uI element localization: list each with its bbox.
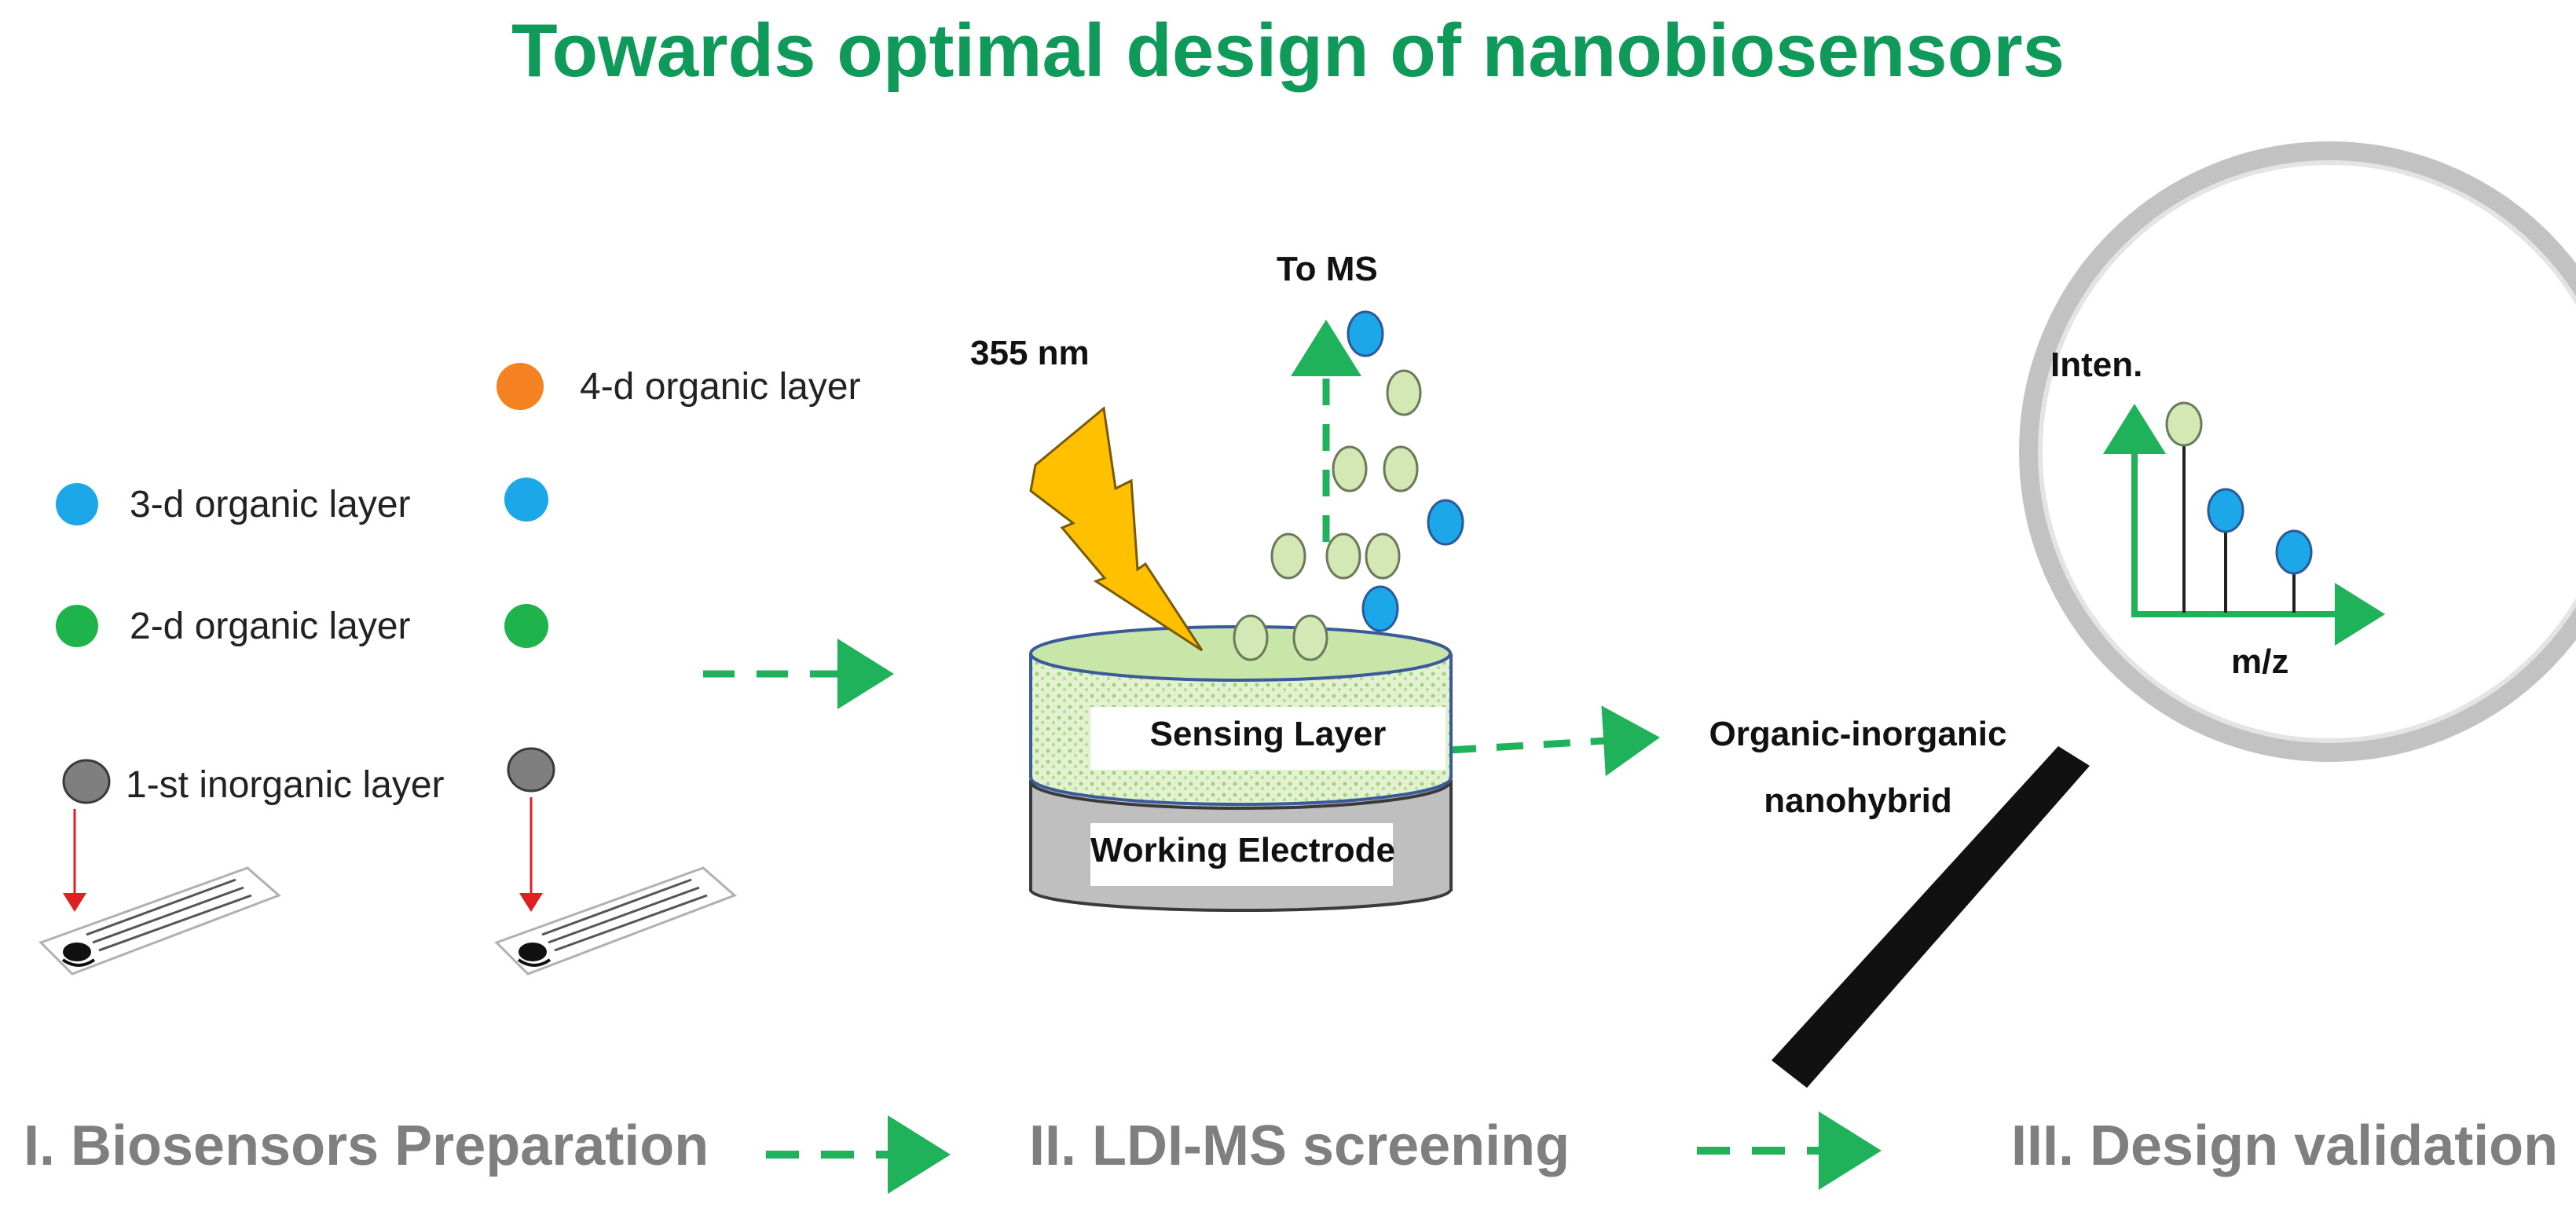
magnifying-glass-icon [1772, 141, 2576, 1088]
spectrum-plot [2103, 401, 2385, 646]
blue-layer-dot-left [56, 483, 98, 525]
working-electrode-label: Working Electrode [1090, 831, 1395, 869]
legend-3d-organic-layer: 3-d organic layer [130, 484, 411, 525]
hybrid-label-line-2: nanohybrid [1764, 782, 1952, 820]
arrow-sensing-to-hybrid [1449, 705, 1660, 777]
sensing-layer-label-box [1090, 707, 1446, 770]
inorganic-layer-dot-right [507, 747, 555, 793]
sensing-layer-disc [1029, 625, 1453, 807]
electrode-strip-right [494, 866, 737, 976]
sensing-layer-label: Sensing Layer [1149, 715, 1387, 753]
diagram-title: Towards optimal design of nanobiosensors [511, 9, 2065, 93]
stage-2-label: II. LDI-MS screening [1029, 1115, 1570, 1177]
legend-1st-inorganic-layer: 1-st inorganic layer [126, 764, 445, 806]
blue-layer-dot-right [504, 478, 548, 522]
electrode-strip-left [38, 866, 281, 976]
green-layer-dot-right [504, 604, 548, 648]
inorganic-layer-dot-left [62, 759, 111, 804]
working-electrode-label-box [1090, 823, 1393, 886]
laser-wavelength-label: 355 nm [970, 334, 1090, 372]
to-ms-label: To MS [1277, 250, 1378, 288]
spectrum-peak-2-marker [2207, 488, 2244, 533]
laser-bolt-icon [1029, 406, 1204, 652]
legend-2d-organic-layer: 2-d organic layer [130, 606, 411, 647]
spectrum-peak-1-marker [2165, 401, 2203, 447]
spectrum-x-axis-label: m/z [2231, 642, 2289, 681]
desorbed-analytes [1233, 369, 1422, 661]
legend-4d-organic-layer: 4-d organic layer [580, 366, 861, 408]
stage-3-label: III. Design validation [2011, 1115, 2559, 1177]
orange-layer-dot [497, 363, 544, 410]
green-layer-dot-left [56, 605, 98, 647]
desorbed-blue-analytes [1347, 310, 1464, 632]
spectrum-y-axis-label: Inten. [2050, 346, 2143, 384]
spectrum-peak-3-marker [2275, 529, 2313, 575]
hybrid-label-line-1: Organic-inorganic [1709, 715, 2007, 753]
stage-1-label: I. Biosensors Preparation [24, 1115, 709, 1177]
